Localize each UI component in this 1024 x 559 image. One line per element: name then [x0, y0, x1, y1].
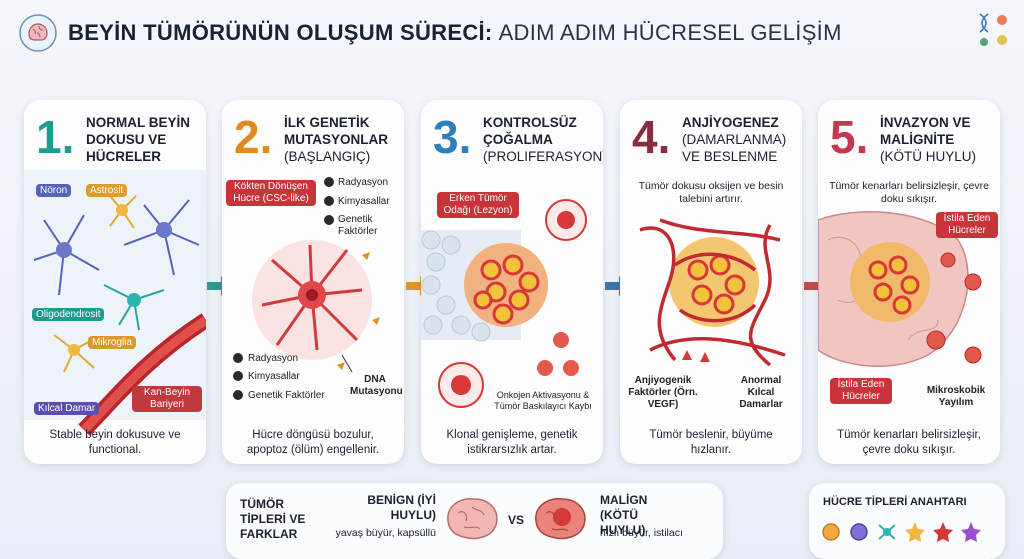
angiogenesis-illustration — [639, 218, 786, 367]
title-bar: BEYİN TÜMÖRÜNÜN OLUŞUM SÜRECİ: ADIM ADIM… — [18, 8, 1008, 58]
cell-violet-icon — [961, 522, 981, 542]
label-csc: Kökten Dönüşen Hücre (CSC-like) — [226, 180, 316, 206]
step-description: Hücre döngüsü bozulur, apoptoz (ölüm) en… — [246, 429, 380, 456]
step-card-3: 3. KONTROLSÜZ ÇOĞALMA (PROLIFERASYON) Er… — [421, 100, 603, 464]
step-title: KONTROLSÜZ ÇOĞALMA (PROLIFERASYON) — [483, 114, 603, 165]
malign-brain-icon — [535, 497, 586, 540]
label-radiation-top: Radyasyon — [338, 177, 389, 188]
cell-yellow-star-icon — [905, 522, 925, 542]
label-micro-spread: Mikroskobik Yayılım — [926, 385, 986, 408]
label-bbb: Kan-Beyin Bariyeri — [132, 386, 202, 412]
step-card-5: 5. İNVAZYON VE MALİGNİTE (KÖTÜ HUYLU) Tü… — [818, 100, 1000, 464]
label-vegf: Anjiyogenik Faktörler (Örn. VEGF) — [628, 375, 698, 410]
step-card-2: 2. İLK GENETİK MUTASYONLAR (BAŞLANGIÇ) K… — [222, 100, 404, 464]
benign-title: BENİGN (İYİ HUYLU) — [367, 493, 436, 522]
label-genetic: Genetik Faktörler — [248, 390, 325, 401]
step-title-sub: (BAŞLANGIÇ) — [284, 149, 371, 164]
label-chemicals-top: Kimyasallar — [338, 196, 390, 207]
dna-icon — [979, 13, 1007, 46]
malign-title: MALİGN (KÖTÜ HUYLU) — [600, 493, 648, 537]
step-number: 4. — [632, 111, 671, 163]
benign-brain-icon — [447, 497, 498, 540]
step-title: ANJİYOGENEZ (DAMARLANMA) VE BESLENME — [682, 114, 800, 165]
label-capillary: Kılcal Damar — [34, 402, 100, 415]
benign-desc: yavaş büyür, kapsüllü — [335, 527, 436, 539]
step-card-4: 4. ANJİYOGENEZ (DAMARLANMA) VE BESLENME … — [620, 100, 802, 464]
step-title-main: İNVAZYON VE MALİGNİTE — [880, 115, 971, 147]
step-top-note: Tümör kenarları belirsizleşir, çevre dok… — [829, 180, 989, 205]
tumor-types-panel: TÜMÖR TİPLERİ VE FARKLAR BENİGN (İYİ HUY… — [226, 483, 723, 559]
step-card-1: 1. NORMAL BEYİN DOKUSU VE HÜCRELER Nöron… — [24, 100, 206, 464]
step-title: NORMAL BEYİN DOKUSU VE HÜCRELER — [86, 115, 191, 164]
step-number: 2. — [234, 111, 273, 163]
step-number: 5. — [830, 111, 869, 163]
cell-teal-icon — [878, 524, 896, 540]
malign-desc: hızlı büyür, istilacı — [600, 527, 683, 539]
page-title: BEYİN TÜMÖRÜNÜN OLUŞUM SÜRECİ: — [68, 20, 493, 45]
step-title-main: KONTROLSÜZ ÇOĞALMA — [483, 115, 577, 147]
label-chemicals: Kimyasallar — [248, 371, 300, 382]
step-description: Stable beyin dokusuve ve functional. — [49, 429, 181, 456]
step-description: Tümör beslenir, büyüme hızlanır. — [649, 429, 773, 456]
normal-tissue-illustration — [24, 170, 206, 436]
label-oncogene: Onkojen Aktivasyonu & Tümör Baskılayıcı … — [494, 390, 592, 411]
step-title-main: İLK GENETİK MUTASYONLAR — [284, 115, 388, 147]
label-genetic-top: Genetik Faktörler — [338, 214, 378, 237]
brain-icon — [19, 14, 57, 52]
legend-cell-icons — [822, 522, 981, 542]
step-title: İLK GENETİK MUTASYONLAR (BAŞLANGIÇ) — [284, 114, 402, 165]
step-number: 1. — [36, 111, 75, 163]
vs-label: VS — [508, 513, 525, 527]
cell-type-legend: HÜCRE TİPLERİ ANAHTARI — [809, 483, 1005, 559]
label-neuron: Nöron — [36, 184, 72, 197]
label-invading-bottom: İstila Eden Hücreler — [830, 378, 892, 404]
step-title: İNVAZYON VE MALİGNİTE (KÖTÜ HUYLU) — [880, 114, 998, 165]
mutation-illustration — [233, 177, 380, 400]
page-subtitle: ADIM ADIM HÜCRESEL GELİŞİM — [498, 20, 842, 45]
legend-title: HÜCRE TİPLERİ ANAHTARI — [823, 496, 967, 508]
cell-purple-icon — [850, 523, 868, 541]
cell-orange-icon — [822, 523, 840, 541]
label-radiation: Radyasyon — [248, 353, 299, 364]
invasion-illustration — [818, 211, 982, 367]
label-oligodendrocyte: Oligodendrosit — [32, 308, 105, 321]
label-dna-mutation: DNA Mutasyonu — [350, 374, 403, 397]
label-invading-top: İstila Eden Hücreler — [936, 212, 998, 238]
step-title-sub: (PROLIFERASYON) — [483, 149, 603, 164]
tumor-types-title: TÜMÖR TİPLERİ VE FARKLAR — [240, 497, 306, 541]
step-title-main: ANJİYOGENEZ — [682, 115, 779, 130]
label-abnormal-vessels: Anormal Kılcal Damarlar — [739, 375, 783, 410]
step-title-sub: (KÖTÜ HUYLU) — [880, 149, 977, 164]
proliferation-illustration — [421, 199, 587, 408]
step-description: Klonal genişleme, genetik istikrarsızlık… — [446, 429, 578, 456]
step-top-note: Tümör dokusu oksijen ve besin talebini a… — [638, 180, 784, 205]
step-title-sub: (DAMARLANMA) VE BESLENME — [682, 132, 787, 164]
label-astrocyte: Astrosit — [86, 184, 128, 197]
step-description: Tümör kenarları belirsizleşir, çevre dok… — [837, 429, 981, 456]
step-number: 3. — [433, 111, 472, 163]
cell-red-star-icon — [933, 522, 953, 542]
label-microglia: Mikroglia — [88, 336, 137, 349]
label-early-focus: Erken Tümör Odağı (Lezyon) — [437, 192, 519, 218]
